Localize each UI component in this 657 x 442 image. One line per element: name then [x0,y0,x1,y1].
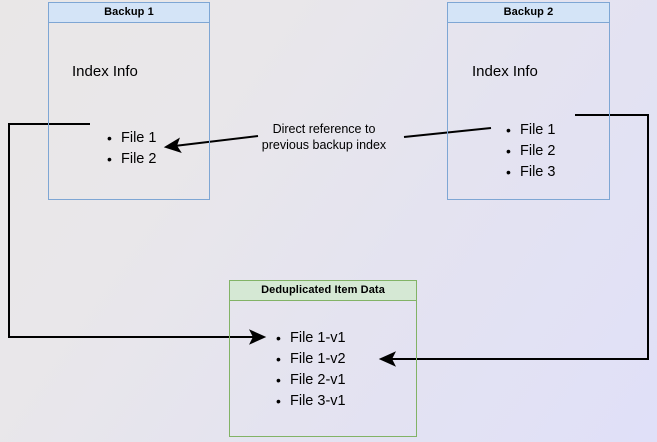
list-item: File 2 [506,141,556,162]
node-backup-2-header: Backup 2 [448,3,609,23]
node-dedup-body: File 1-v1 File 1-v2 File 2-v1 File 3-v1 [230,301,416,436]
edge-label-line-1: Direct reference to [272,122,376,136]
list-item: File 1-v2 [276,349,346,370]
node-backup-1-body: Index Info File 1 File 2 [49,23,209,199]
list-item: File 1 [107,128,157,149]
node-backup-2-body: Index Info File 1 File 2 File 3 [448,23,609,199]
backup-1-file-list: File 1 File 2 [105,128,157,170]
backup-2-index-info-label: Index Info [472,63,538,80]
edge-label-direct-reference: Direct reference to previous backup inde… [248,121,400,153]
node-backup-1-header: Backup 1 [49,3,209,23]
backup-2-file-list: File 1 File 2 File 3 [504,120,556,183]
node-backup-1[interactable]: Backup 1 Index Info File 1 File 2 [48,2,210,200]
node-dedup-header: Deduplicated Item Data [230,281,416,301]
list-item: File 3-v1 [276,391,346,412]
node-backup-2[interactable]: Backup 2 Index Info File 1 File 2 File 3 [447,2,610,200]
backup-1-index-info-label: Index Info [72,63,138,80]
list-item: File 3 [506,162,556,183]
node-deduplicated-item-data[interactable]: Deduplicated Item Data File 1-v1 File 1-… [229,280,417,437]
list-item: File 1-v1 [276,328,346,349]
list-item: File 2-v1 [276,370,346,391]
edge-label-line-2: previous backup index [261,138,387,152]
list-item: File 2 [107,149,157,170]
dedup-file-list: File 1-v1 File 1-v2 File 2-v1 File 3-v1 [274,328,346,412]
list-item: File 1 [506,120,556,141]
